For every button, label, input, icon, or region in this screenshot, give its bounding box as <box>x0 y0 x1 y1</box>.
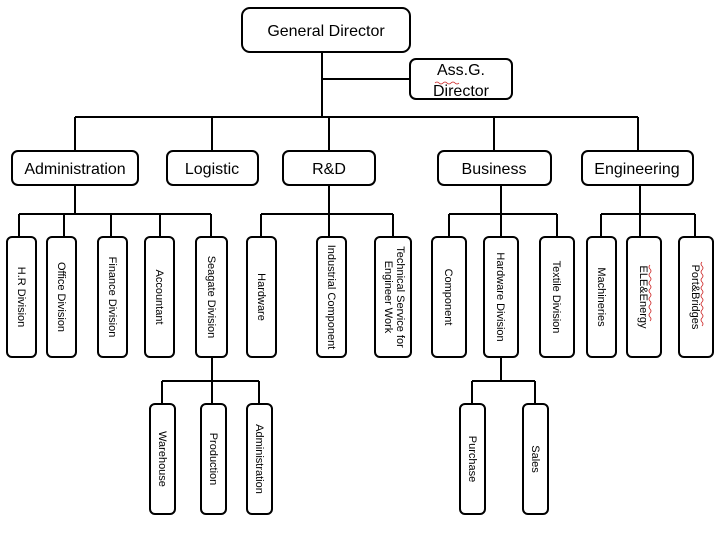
subunit-sales: Sales <box>522 403 549 515</box>
connectors <box>18 52 696 404</box>
unit-finance-division: Finance Division <box>97 236 128 358</box>
unit-accountant-label: Accountant <box>153 269 165 324</box>
unit-machineries: Machineries <box>586 236 617 358</box>
assistant-director-label-line2: Director <box>433 83 490 100</box>
subunit-purchase: Purchase <box>459 403 486 515</box>
unit-technical-service-label-line1: Technical Service for <box>394 246 406 348</box>
assistant-director-node: Ass.G. Director <box>409 58 513 100</box>
subunit-warehouse-label: Warehouse <box>156 431 168 487</box>
unit-technical-service: Technical Service for Engineer Work <box>374 236 412 358</box>
unit-component-label: Component <box>442 269 454 326</box>
unit-ele-energy-label: ELE&Energy <box>637 266 649 329</box>
unit-industrial-component-label: Industrial Component <box>325 245 337 350</box>
department-rnd-label: R&D <box>312 161 346 178</box>
department-engineering-label: Engineering <box>594 161 679 178</box>
unit-hardware: Hardware <box>246 236 277 358</box>
subunit-administration: Administration <box>246 403 273 515</box>
department-administration: Administration <box>11 150 139 186</box>
unit-component: Component <box>431 236 467 358</box>
subunit-warehouse: Warehouse <box>149 403 176 515</box>
department-logistic: Logistic <box>166 150 259 186</box>
unit-hr-division-label: H.R Division <box>15 267 27 328</box>
unit-ele-energy: ELE&Energy <box>626 236 662 358</box>
assistant-director-label-line1: Ass.G. <box>437 62 485 79</box>
unit-seagate-division-label: Seagate Division <box>205 256 217 339</box>
unit-port-bridges: Port&Bridges <box>678 236 714 358</box>
unit-seagate-division: Seagate Division <box>195 236 228 358</box>
unit-office-division-label: Office Division <box>55 262 67 332</box>
department-rnd: R&D <box>282 150 376 186</box>
department-logistic-label: Logistic <box>185 161 239 178</box>
department-business-label: Business <box>462 161 527 178</box>
unit-textile-division-label: Textile Division <box>550 261 562 334</box>
unit-hardware-label: Hardware <box>255 273 267 321</box>
unit-hardware-division-label: Hardware Division <box>494 252 506 341</box>
department-business: Business <box>437 150 552 186</box>
general-director-node: General Director <box>241 7 411 53</box>
subunit-production: Production <box>200 403 227 515</box>
unit-accountant: Accountant <box>144 236 175 358</box>
general-director-label: General Director <box>267 23 385 40</box>
unit-office-division: Office Division <box>46 236 77 358</box>
subunit-sales-label: Sales <box>529 445 541 473</box>
unit-textile-division: Textile Division <box>539 236 575 358</box>
department-engineering: Engineering <box>581 150 694 186</box>
unit-hr-division: H.R Division <box>6 236 37 358</box>
subunit-production-label: Production <box>207 433 219 486</box>
subunit-administration-label: Administration <box>253 424 265 494</box>
unit-industrial-component: Industrial Component <box>316 236 347 358</box>
unit-technical-service-label-line2: Engineer Work <box>382 261 394 334</box>
subunit-purchase-label: Purchase <box>466 436 478 482</box>
department-administration-label: Administration <box>24 161 125 178</box>
unit-finance-division-label: Finance Division <box>106 257 118 338</box>
unit-port-bridges-label: Port&Bridges <box>689 265 701 330</box>
unit-machineries-label: Machineries <box>595 267 607 327</box>
unit-hardware-division: Hardware Division <box>483 236 519 358</box>
